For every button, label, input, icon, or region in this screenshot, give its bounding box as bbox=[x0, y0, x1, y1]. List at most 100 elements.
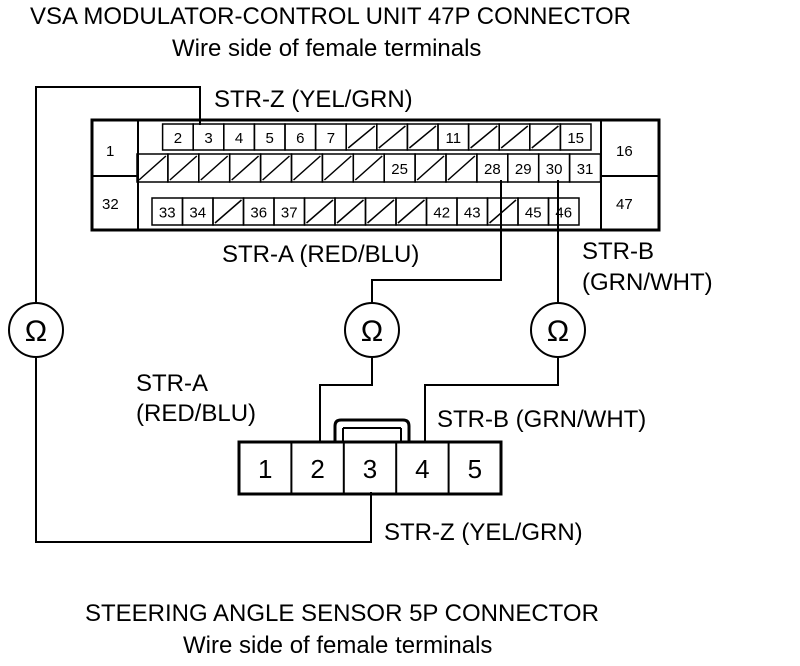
vsa-connector-title: VSA MODULATOR-CONTROL UNIT 47P CONNECTOR bbox=[30, 3, 631, 30]
terminal-cavity: 31 bbox=[568, 153, 602, 183]
sensor-pin-cell: 1 bbox=[258, 454, 272, 484]
unused-cavity-slash bbox=[416, 155, 445, 181]
terminal-cavity: 33 bbox=[151, 197, 184, 226]
terminal-cavity bbox=[167, 153, 200, 183]
str-a-bottom-label-2: (RED/BLU) bbox=[136, 400, 256, 427]
terminal-number: 25 bbox=[391, 161, 408, 178]
terminal-cavity: 6 bbox=[284, 123, 317, 151]
terminal-number: 42 bbox=[433, 205, 450, 222]
terminal-number: 34 bbox=[189, 205, 206, 222]
str-z-wire-upper bbox=[35, 86, 201, 303]
sensor-connector-outline bbox=[237, 440, 503, 496]
terminal-cavity bbox=[345, 123, 378, 151]
cavity-box bbox=[568, 153, 602, 183]
cavity-box bbox=[547, 197, 580, 226]
terminal-cavity bbox=[486, 197, 519, 226]
unused-cavity-slash bbox=[200, 155, 229, 181]
sensor-connector-title: STEERING ANGLE SENSOR 5P CONNECTOR bbox=[85, 600, 599, 627]
terminal-cavity: 3 bbox=[192, 123, 225, 151]
unused-cavity-slash bbox=[306, 199, 334, 224]
unused-cavity-slash bbox=[500, 125, 529, 149]
terminal-cavity bbox=[303, 197, 336, 226]
terminal-number: 7 bbox=[327, 130, 335, 147]
unused-cavity-slash bbox=[397, 199, 425, 224]
terminal-cavity: 45 bbox=[517, 197, 550, 226]
sensor-pin-cell: 3 bbox=[342, 442, 377, 494]
unused-cavity-slash bbox=[262, 155, 290, 181]
vsa-pin-47: 47 bbox=[616, 196, 633, 213]
vsa-row-3: 33 34 36 37 42 43 45 46 bbox=[151, 197, 580, 226]
terminal-cavity bbox=[529, 123, 562, 151]
unused-cavity-slash bbox=[336, 199, 364, 224]
terminal-number: 45 bbox=[525, 205, 542, 222]
sensor-pin-number: 5 bbox=[468, 454, 482, 484]
unused-cavity-slash bbox=[214, 199, 242, 224]
sensor-pin-cell: 4 bbox=[395, 442, 430, 494]
terminal-cavity bbox=[498, 123, 531, 151]
vsa-pin-16: 16 bbox=[616, 143, 633, 160]
terminal-cavity: 28 bbox=[476, 153, 509, 183]
ohmmeter-circle bbox=[8, 302, 64, 358]
unused-cavity-slash bbox=[447, 155, 476, 181]
terminal-cavity bbox=[321, 153, 355, 183]
unused-cavity-slash bbox=[138, 155, 167, 181]
terminal-number: 43 bbox=[464, 205, 481, 222]
terminal-cavity: 43 bbox=[456, 197, 489, 226]
terminal-cavity bbox=[352, 153, 385, 183]
terminal-cavity bbox=[406, 123, 439, 151]
terminal-cavity: 29 bbox=[507, 153, 540, 183]
terminal-cavity bbox=[259, 153, 293, 183]
terminal-cavity bbox=[136, 153, 169, 183]
ohm-icon: Ω bbox=[25, 315, 47, 348]
vsa-connector-subtitle: Wire side of female terminals bbox=[172, 35, 481, 62]
unused-cavity-slash bbox=[367, 199, 395, 224]
unused-cavity-slash bbox=[293, 155, 321, 181]
terminal-cavity bbox=[212, 197, 245, 226]
unused-cavity-slash bbox=[531, 125, 559, 149]
str-a-wire-lower bbox=[319, 358, 373, 442]
unused-cavity-slash bbox=[378, 125, 406, 149]
terminal-cavity bbox=[364, 197, 397, 226]
unused-cavity-slash bbox=[231, 155, 260, 181]
terminal-cavity: 15 bbox=[559, 123, 592, 151]
vsa-pin-32: 32 bbox=[102, 196, 119, 213]
terminal-cavity: 2 bbox=[161, 123, 194, 151]
sensor-pin-number: 4 bbox=[415, 454, 429, 484]
ohmmeter-str-a: Ω bbox=[344, 302, 400, 358]
str-b-top-label-1: STR-B bbox=[582, 238, 654, 265]
terminal-number: 37 bbox=[281, 205, 298, 222]
terminal-cavity: 46 bbox=[547, 197, 580, 226]
terminal-number: 28 bbox=[484, 161, 501, 178]
ohm-icon: Ω bbox=[547, 315, 569, 348]
unused-cavity-slash bbox=[347, 125, 376, 149]
unused-cavity-slash bbox=[354, 155, 383, 181]
terminal-cavity: 5 bbox=[253, 123, 286, 151]
terminal-number: 46 bbox=[555, 205, 572, 222]
cavity-box bbox=[559, 123, 592, 151]
sensor-connector-subtitle: Wire side of female terminals bbox=[183, 632, 492, 659]
terminal-cavity bbox=[467, 123, 500, 151]
str-z-top-label: STR-Z (YEL/GRN) bbox=[214, 86, 413, 113]
terminal-number: 30 bbox=[546, 161, 563, 178]
str-a-top-label: STR-A (RED/BLU) bbox=[222, 241, 419, 268]
terminal-number: 36 bbox=[250, 205, 267, 222]
terminal-cavity: 37 bbox=[273, 197, 306, 226]
terminal-number: 29 bbox=[515, 161, 532, 178]
terminal-number: 33 bbox=[159, 205, 176, 222]
ohm-icon: Ω bbox=[361, 315, 383, 348]
terminal-cavity: 36 bbox=[242, 197, 275, 226]
terminal-number: 15 bbox=[567, 130, 584, 147]
terminal-number: 2 bbox=[174, 130, 182, 147]
str-b-bottom-label: STR-B (GRN/WHT) bbox=[437, 406, 646, 433]
vsa-pin-1: 1 bbox=[106, 143, 114, 160]
terminal-cavity bbox=[395, 197, 428, 226]
terminal-cavity bbox=[198, 153, 231, 183]
terminal-cavity: 30 bbox=[537, 153, 571, 183]
terminal-number: 5 bbox=[266, 130, 274, 147]
terminal-number: 6 bbox=[296, 130, 304, 147]
sensor-pin-number: 3 bbox=[363, 454, 377, 484]
sensor-pin-number: 1 bbox=[258, 454, 272, 484]
